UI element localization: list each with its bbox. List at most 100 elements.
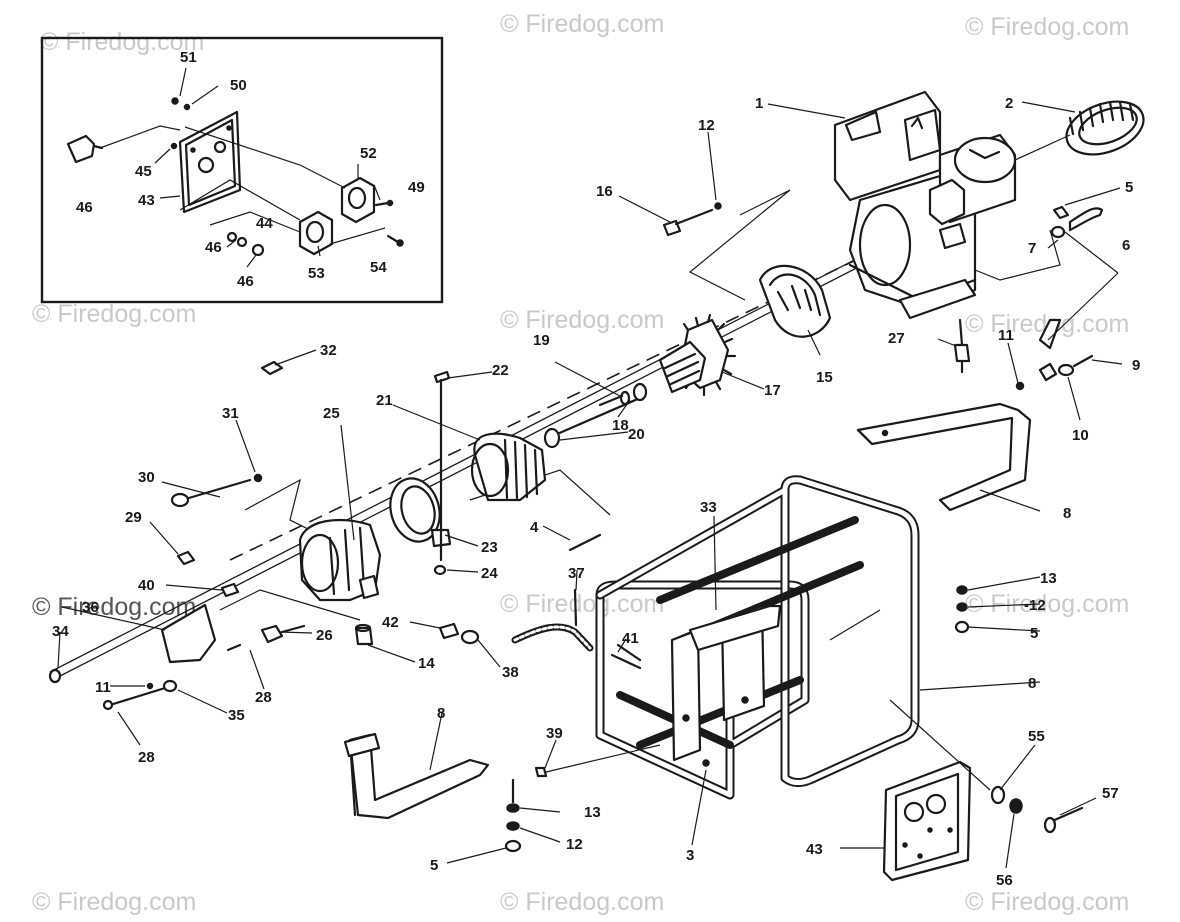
isolator [953,343,971,363]
engine-cover [903,108,942,162]
callout-label: 46 [76,199,93,216]
screw-head [48,668,62,684]
nut [504,839,522,853]
callout-label: 36 [82,599,99,616]
callout-label: 4 [530,519,539,536]
filter-screen [1065,100,1145,156]
watermark: © Firedog.com [965,13,1129,41]
hose [1068,207,1104,232]
washer [956,585,968,595]
callout-label: 57 [1102,785,1119,802]
watermark: © Firedog.com [500,590,664,618]
rotor [658,313,737,397]
callout-label: 31 [222,405,239,422]
callout-label: 42 [382,614,399,631]
washer [619,390,631,406]
callout-label: 43 [138,192,155,209]
callout-label: 26 [316,627,333,644]
callout-label: 56 [996,872,1013,889]
callout-label: 12 [698,117,715,134]
callout-label: 11 [998,327,1014,344]
pin [568,533,602,552]
callout-label: 21 [376,392,393,409]
frame-bracket [670,628,702,762]
small-parts [170,360,602,646]
callout-label: 53 [308,265,325,282]
callout-label: 9 [1132,357,1140,374]
callout-label: 29 [125,509,142,526]
through-bolt [543,382,648,449]
clip [176,550,196,566]
callout-label: 5 [1125,179,1133,196]
watermark: © Firedog.com [500,10,664,38]
panel-hole [213,140,227,154]
receptacle [298,210,334,256]
callout-label: 35 [228,707,245,724]
fuel-cap [844,110,882,142]
callout-label: 5 [1030,625,1038,642]
callout-label: 39 [546,725,563,742]
callout-label: 45 [135,163,152,180]
callout-label: 18 [612,417,629,434]
callout-label: 20 [628,426,645,443]
rail-hardware [504,744,661,853]
callout-label: 38 [502,664,519,681]
washer [506,803,520,813]
stud [180,478,252,502]
watermark: © Firedog.com [32,888,196,916]
inset-panel-detail [40,36,444,304]
callout-label: 28 [255,689,272,706]
terminal [260,624,284,644]
callout-label: 1 [755,95,763,112]
washer [956,602,968,612]
watermark: © Firedog.com [40,28,204,56]
carburetor [928,178,966,226]
callout-label: 13 [584,804,601,821]
callout-label: 51 [180,49,197,66]
washer [506,821,520,831]
callout-label: 3 [686,847,694,864]
panel-hole [197,156,215,174]
nut [1009,798,1023,814]
wire-harness [511,588,642,670]
callout-label: 8 [437,705,445,722]
knob [66,134,96,164]
watermark: © Firedog.com [500,306,664,334]
watermark: © Firedog.com [965,888,1129,916]
callout-label: 7 [1028,240,1036,257]
callout-label: 16 [596,183,613,200]
fan-housing [758,264,832,338]
control-panel-inner [184,118,237,207]
mounting-rail [348,733,490,820]
callout-label: 50 [230,77,247,94]
callout-label: 33 [700,499,717,516]
callout-label: 13 [1040,570,1057,587]
watermark: © Firedog.com [965,590,1129,618]
callout-label: 14 [418,655,435,672]
washer [1057,363,1075,377]
callout-label: 28 [138,749,155,766]
watermark: © Firedog.com [500,888,664,916]
callout-label: 11 [95,679,111,696]
screw-head [102,699,114,711]
callout-label: 25 [323,405,340,422]
callout-label: 30 [138,469,155,486]
bolt-head [534,766,548,778]
callout-label: 12 [566,836,583,853]
callout-label: 2 [1005,95,1013,112]
bolt-head [1043,816,1057,834]
stator [470,432,547,502]
screw [171,97,179,105]
washer [162,679,178,693]
callout-label: 8 [1063,505,1071,522]
callout-label: 34 [52,623,69,640]
clamp [460,629,480,645]
nut [433,564,447,576]
grommet [220,582,240,598]
nut [954,620,970,634]
callout-label: 15 [816,369,833,386]
control-panel-plate [178,110,242,214]
callout-label: 55 [1028,728,1045,745]
watermark: © Firedog.com [32,300,196,328]
fan-housing-shell [758,264,832,338]
